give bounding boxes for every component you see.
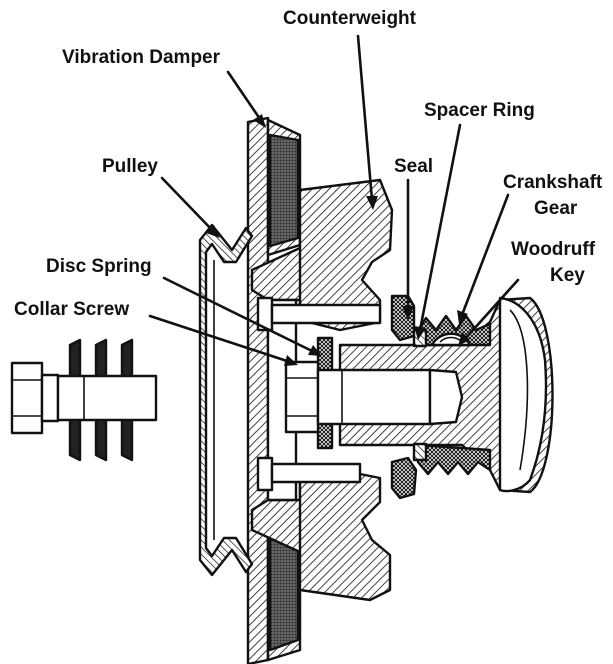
counterweight	[298, 178, 394, 602]
exploded-collar-screw	[10, 361, 158, 435]
leader-lines	[148, 34, 520, 366]
arrow-pulley	[206, 225, 220, 238]
arrow-counterweight	[366, 196, 378, 210]
arrow-spacer-ring	[414, 326, 426, 340]
label-seal: Seal	[394, 156, 433, 177]
leader-pulley	[160, 176, 216, 234]
label-collar-screw: Collar Screw	[14, 299, 129, 320]
leader-counterweight	[356, 34, 374, 202]
leader-disc-spring	[162, 276, 316, 354]
label-crankshaft-gear-line2: Gear	[534, 198, 578, 219]
label-crankshaft-gear-line1: Crankshaft	[503, 172, 603, 193]
leader-woodruff-key	[462, 278, 520, 342]
label-disc-spring: Disc Spring	[46, 256, 152, 277]
arrow-seal	[402, 306, 414, 320]
pulley	[198, 223, 254, 577]
label-counterweight: Counterweight	[283, 8, 417, 29]
label-pulley: Pulley	[102, 156, 158, 177]
arrow-vibration-damper	[253, 114, 266, 128]
label-vibration-damper: Vibration Damper	[62, 47, 221, 68]
hub-bolt-upper	[256, 296, 382, 332]
arrow-disc-spring	[308, 345, 322, 356]
leader-vibration-damper	[226, 70, 264, 124]
leader-crankshaft-gear	[460, 193, 510, 317]
arrow-woodruff-key	[458, 332, 470, 346]
label-woodruff-key-line2: Key	[550, 265, 585, 286]
leader-collar-screw	[148, 314, 292, 364]
installed-collar-screw	[284, 360, 464, 434]
arrow-crankshaft-gear	[457, 310, 468, 324]
labels: Counterweight Vibration Damper Spacer Ri…	[14, 8, 603, 320]
leader-spacer-ring	[418, 123, 462, 332]
label-spacer-ring: Spacer Ring	[424, 100, 535, 121]
arrow-collar-screw	[284, 355, 298, 366]
hub-bolt-lower	[256, 456, 362, 492]
label-woodruff-key-line1: Woodruff	[511, 239, 596, 260]
